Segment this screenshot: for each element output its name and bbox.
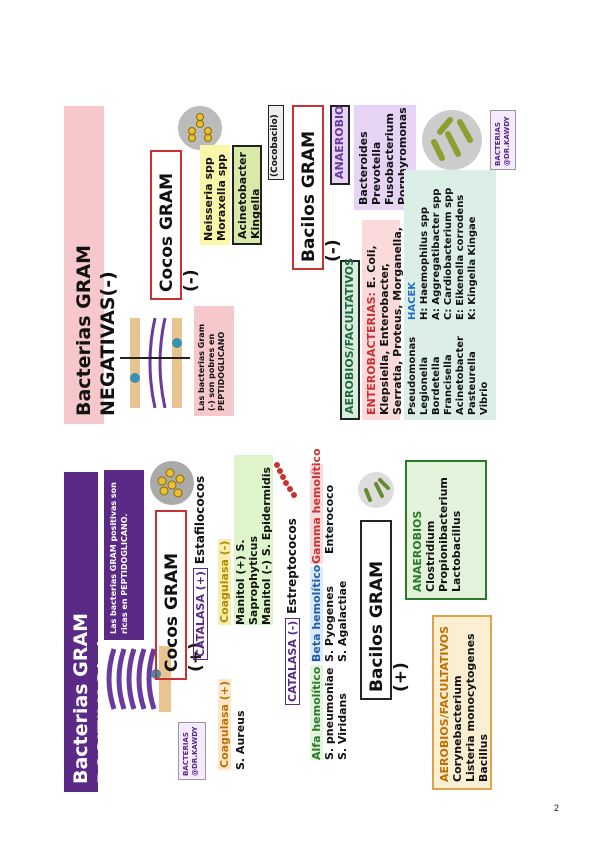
gamma-box: Gamma hemolítico Enterococo — [310, 448, 354, 564]
s-aureus-label: S. Aureus — [234, 710, 247, 770]
alfa-box: Alfa hemolítico S. pneumoniae S. Viridan… — [310, 665, 354, 760]
fusobacterium-label: Fusobacterium — [383, 113, 396, 205]
pos-cell-wall-illustration — [104, 644, 174, 714]
coagulasa-neg-label: Coagulasa (-) — [218, 538, 231, 625]
pos-wall-note: Las bacterias GRAM positivas son ricas e… — [104, 470, 144, 640]
neg-badge: BACTERIAS @DR.KAWDY — [490, 110, 516, 170]
staph-cluster-icon — [150, 461, 194, 505]
coagulasa-neg-box: Coagulasa (-) Manitol (+) S. Saprophytic… — [218, 455, 273, 625]
pos-badge-sub: @DR.KAWDY — [191, 726, 199, 776]
catalasa-neg-label: CATALASA (-) — [285, 617, 300, 705]
hacek-e: E: Eikenella corrodens — [455, 194, 466, 320]
coagulasa-pos-box: Coagulasa (+) S. Aureus — [218, 660, 258, 770]
neg-aerobios-box: Pseudomonas Legionella Bordetella Franci… — [404, 170, 496, 420]
pos-bacilli-icon — [358, 472, 394, 508]
alfa-label: Alfa hemolítico — [310, 665, 323, 760]
diplococci-icon — [178, 106, 222, 150]
pos-anaerobios-item-0: Clostridium — [424, 520, 437, 592]
pos-anaerobios-item-2: Lactobacillus — [450, 510, 463, 592]
pos-bacilos-title: Bacilos GRAM (+) — [360, 520, 411, 700]
gamma-label: Gamma hemolítico — [310, 448, 323, 564]
beta-item-0: S. Pyogenes — [323, 585, 336, 662]
neg-bacilos-title: Bacilos GRAM (-) — [292, 105, 343, 270]
pos-aerobios-title: AEROBIOS/FACULTATIVOS — [438, 625, 451, 782]
pos-aerobios-box: AEROBIOS/FACULTATIVOS Corynebacterium Li… — [432, 615, 492, 790]
moraxella-label: Moraxella spp — [215, 154, 228, 241]
pos-aerobios-item-2: Bacillus — [477, 733, 490, 782]
catalasa-pos-row: CATALASA (+) Estafilococos — [193, 460, 212, 660]
manitol-pos-label: Manitol (+) S. Saprophyticus — [234, 455, 260, 625]
neg-badge-label: BACTERIAS — [494, 122, 502, 166]
pseudomonas-label: Pseudomonas — [407, 336, 418, 415]
prevotella-label: Prevotella — [370, 141, 383, 205]
neg-title: Bacterias GRAM NEGATIVAS(-) — [64, 106, 119, 424]
bacteroides-label: Bacteroides — [357, 131, 370, 205]
estafilococos-label: Estafilococos — [193, 475, 207, 565]
hacek-list: HACEK H: Haemophilus spp A: Aggregatibac… — [407, 188, 479, 320]
pasteurella-label: Pasteurella — [467, 351, 478, 415]
rotated-poster: Bacterias GRAM POSITIVAS(+) Las bacteria… — [60, 100, 516, 800]
hacek-title: HACEK — [407, 281, 418, 320]
kingella-label: Kingella — [249, 188, 262, 239]
pos-anaerobios-box: ANAEROBIOS Clostridium Propionibacterium… — [405, 460, 487, 600]
vibrio-label: Vibrio — [479, 381, 490, 415]
alfa-item-1: S. Viridans — [336, 693, 349, 760]
pos-badge: BACTERIAS @DR.KAWDY — [178, 722, 206, 780]
alfa-item-0: S. pneumoniae — [323, 667, 336, 760]
neg-cocobacilo-list: Acinetobacter Kingella — [232, 145, 262, 245]
pos-badge-label: BACTERIAS — [182, 732, 190, 776]
pos-title: Bacterias GRAM POSITIVAS(+) — [64, 472, 116, 792]
acinetobacter2-label: Acinetobacter — [455, 336, 466, 415]
neg-cocos-list: Neisseria spp Moraxella spp — [200, 145, 230, 245]
hacek-k: K: Kingella Kingae — [467, 216, 478, 320]
catalasa-neg-row: CATALASA (-) Estreptococos — [285, 505, 304, 705]
acinetobacter-label: Acinetobacter — [236, 152, 249, 239]
neg-badge-sub: @DR.KAWDY — [503, 116, 511, 166]
beta-label: Beta hemolítico — [310, 564, 323, 662]
coagulasa-pos-label: Coagulasa (+) — [218, 678, 231, 770]
pos-aerobios-item-0: Corynebacterium — [451, 675, 464, 782]
pos-anaerobios-item-1: Propionibacterium — [437, 477, 450, 592]
catalasa-pos-label: CATALASA (+) — [193, 568, 208, 660]
pos-anaerobios-title: ANAEROBIOS — [411, 510, 424, 592]
gamma-item-0: Enterococo — [323, 484, 336, 554]
estreptococos-label: Estreptococos — [285, 518, 299, 614]
beta-box: Beta hemolítico S. Pyogenes S. Agalactia… — [310, 564, 354, 662]
neg-aerobios-list: Pseudomonas Legionella Bordetella Franci… — [407, 336, 491, 415]
neg-cell-wall-illustration — [120, 317, 190, 409]
enterobacterias-box: ENTEROBACTERIAS: E. Coli, Klepsiella, En… — [362, 220, 417, 420]
neg-aerobios-title: AEROBIOS/FACULTATIVOS — [340, 258, 360, 420]
pos-cocos-title: Cocos GRAM (+) — [155, 510, 206, 680]
hacek-h: H: Haemophilus spp — [419, 207, 430, 320]
neg-wall-note: Las bacterias Gram (-) son pobres en PEP… — [194, 306, 234, 416]
hacek-a: A: Aggregatibacter spp — [431, 188, 442, 320]
enterobacterias-label: ENTEROBACTERIAS: — [365, 292, 378, 415]
strep-chain-icon — [272, 460, 302, 500]
neg-cocos-title: Cocos GRAM (-) — [150, 150, 201, 300]
cocobacilo-label: (Cocobacilo) — [268, 105, 284, 180]
pos-aerobios-item-1: Listeria monocytogenes — [464, 633, 477, 782]
neg-anaerobio-title: ANAEROBIO — [330, 105, 350, 185]
neisseria-label: Neisseria spp — [202, 157, 215, 241]
bordetella-label: Bordetella — [431, 356, 442, 415]
legionella-label: Legionella — [419, 356, 430, 415]
beta-item-1: S. Agalactiae — [336, 580, 349, 662]
page-number: 2 — [554, 803, 560, 813]
neg-bacilli-icon — [422, 110, 482, 170]
francisella-label: Francisella — [443, 354, 454, 415]
hacek-c: C: Cardiobacterium spp — [443, 187, 454, 320]
